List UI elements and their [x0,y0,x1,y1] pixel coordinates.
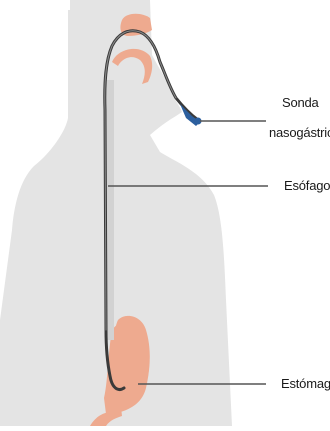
label-nasogastrica: nasogástrica [269,125,330,141]
label-esofago: Esófago [284,178,330,194]
label-sonda: Sonda [282,95,330,111]
label-estomago: Estómago [281,376,330,392]
